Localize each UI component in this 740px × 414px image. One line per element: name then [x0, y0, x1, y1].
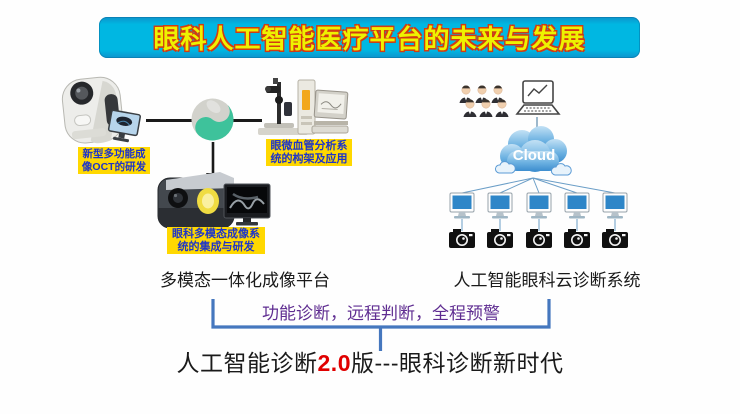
monitor-icon	[602, 192, 628, 231]
multimodal-label: 眼科多模态成像系统的集成与研发	[167, 227, 265, 254]
footer-prefix: 人工智能诊断	[176, 350, 318, 376]
laptop-icon	[515, 80, 561, 115]
monitor-icon	[487, 192, 513, 231]
laptop-cloud-connector	[536, 117, 538, 133]
monitor-icon	[449, 192, 475, 231]
vessel-system-device-image	[258, 78, 349, 135]
doctor-icon	[495, 99, 509, 117]
workstation-grid	[449, 177, 628, 248]
oct-device-image	[61, 76, 141, 144]
page-title: 眼科人工智能医疗平台的未来与发展	[153, 24, 586, 54]
vessel-label: 眼微血管分析系统的构架及应用	[266, 139, 352, 166]
doctors-group-icon	[459, 85, 509, 117]
oct-label: 新型多功能成像OCT的研发	[78, 147, 150, 174]
doctor-icon	[459, 85, 473, 103]
title-banner: 眼科人工智能医疗平台的未来与发展	[99, 17, 640, 58]
footer-title: 人工智能诊断2.0版---眼科诊断新时代	[0, 344, 740, 378]
swirl-logo-icon	[191, 98, 234, 141]
camera-icon	[526, 229, 552, 248]
footer-suffix: 版---眼科诊断新时代	[351, 350, 564, 376]
doctor-icon	[479, 99, 493, 117]
monitor-icon	[526, 192, 552, 231]
cloud-label: Cloud	[513, 147, 556, 164]
multimodal-device-image	[157, 172, 271, 229]
monitor-icon	[564, 192, 590, 231]
footer-version: 2.0	[317, 350, 351, 376]
bracket-shape	[211, 299, 551, 351]
camera-icon	[487, 229, 513, 248]
camera-icon	[449, 229, 475, 248]
cloud-icon: Cloud	[495, 126, 572, 176]
right-caption: 人工智能眼科云诊断系统	[453, 271, 641, 290]
scan-monitor-icon	[223, 183, 271, 226]
camera-icon	[564, 229, 590, 248]
left-caption: 多模态一体化成像平台	[160, 271, 330, 290]
doctor-icon	[463, 99, 477, 117]
bracket-label: 功能诊断，远程判断，全程预警	[262, 304, 500, 323]
camera-icon	[602, 229, 628, 248]
oct-monitor-icon	[107, 109, 141, 143]
